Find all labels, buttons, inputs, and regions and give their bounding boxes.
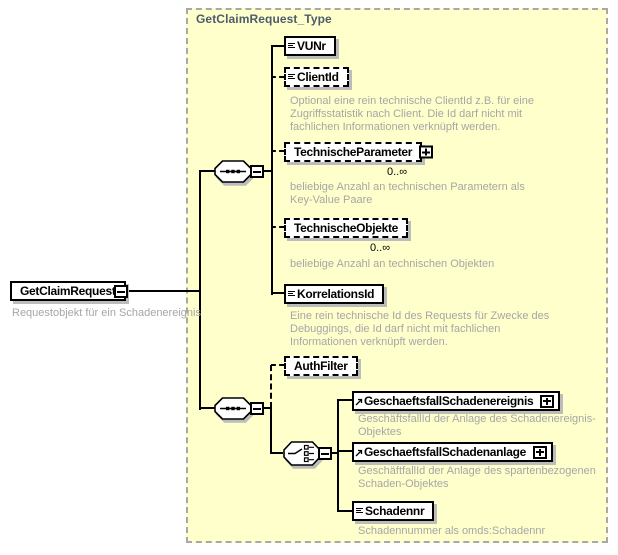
element-authfilter[interactable]: AuthFilter <box>284 356 358 376</box>
connector-sequence1-out <box>263 170 272 172</box>
element-clientid[interactable]: ClientId <box>284 67 349 87</box>
connector-schadennr <box>338 510 352 512</box>
element-gf-schadenereignis[interactable]: GeschaeftsfallSchadenereignis <box>352 391 561 411</box>
connector-authfilter <box>271 364 284 366</box>
connector-gf-schadenanlage <box>338 450 352 452</box>
annotation-korrelationsid: Eine rein technische Id des Requests für… <box>290 310 550 348</box>
element-label: ClientId <box>297 70 339 84</box>
complextype-container <box>186 8 608 543</box>
reference-icon <box>355 446 363 460</box>
element-label: AuthFilter <box>294 359 348 373</box>
connector-choice-out <box>331 452 338 454</box>
collapse-button-choice[interactable] <box>318 447 332 460</box>
element-label: GetClaimRequest <box>20 284 116 298</box>
connector-root-to-trunk <box>127 290 200 292</box>
connector-sequence1-children <box>271 45 273 295</box>
element-schadennr[interactable]: Schadennr <box>352 501 435 521</box>
connector-authfilter-vertical <box>270 365 272 408</box>
annotation-getclaimrequest: Requestobjekt für ein Schadenereignis <box>12 307 201 319</box>
annotation-schadennr: Schadennummer als omds:Schadennr <box>358 525 546 537</box>
annotation-gf-schadenereignis: GeschäftsfallId der Anlage des Schadener… <box>358 413 596 438</box>
element-getclaimrequest[interactable]: GetClaimRequest <box>10 281 126 301</box>
element-label: Schadennr <box>365 504 425 518</box>
connector-choice-children <box>337 399 339 512</box>
element-label: VUNr <box>297 39 326 53</box>
connector-korrelationsid <box>272 292 284 294</box>
element-label: TechnischeObjekte <box>294 221 399 235</box>
connector-to-sequence2 <box>199 407 215 409</box>
connector-sequence2-out <box>263 407 272 409</box>
expand-button-technischeparameter[interactable] <box>419 145 434 159</box>
connector-choice-vertical <box>270 407 272 454</box>
element-label: TechnischeParameter <box>294 145 413 159</box>
annotation-technischeparameter: beliebige Anzahl an technischen Paramete… <box>290 181 525 206</box>
connector-choice <box>271 452 283 454</box>
element-label: GeschaeftsfallSchadenanlage <box>364 445 526 459</box>
element-label: KorrelationsId <box>297 287 375 301</box>
occurrence-technischeobjekte: 0..∞ <box>370 242 391 254</box>
connector-to-sequence1 <box>199 170 215 172</box>
collapse-button-sequence2[interactable] <box>250 402 264 415</box>
connector-trunk <box>199 170 201 410</box>
text-content-icon <box>355 504 364 518</box>
element-technischeobjekte[interactable]: TechnischeObjekte <box>284 218 409 238</box>
annotation-technischeobjekte: beliebige Anzahl an technischen Objekten <box>290 258 495 270</box>
element-label: GeschaeftsfallSchadenereignis <box>364 394 534 408</box>
element-vunr[interactable]: VUNr <box>284 36 336 56</box>
connector-gf-schadenereignis <box>338 399 352 401</box>
annotation-clientid: Optional eine rein technische ClientId z… <box>290 95 534 133</box>
annotation-gf-schadenanlage: GeschäftfallId der Anlage des spartenbez… <box>358 465 596 490</box>
expand-button-gf-schadenanlage[interactable] <box>532 445 547 459</box>
connector-technischeparameter <box>271 150 284 152</box>
collapse-button-getclaimrequest[interactable] <box>114 285 128 298</box>
expand-button-gf-schadenereignis[interactable] <box>540 394 555 408</box>
connector-technischeobjekte <box>271 226 284 228</box>
text-content-icon <box>287 287 296 301</box>
element-korrelationsid[interactable]: KorrelationsId <box>284 284 385 304</box>
choice-icon[interactable] <box>283 441 321 471</box>
complextype-title: GetClaimRequest_Type <box>196 12 332 26</box>
element-gf-schadenanlage[interactable]: GeschaeftsfallSchadenanlage <box>352 442 553 462</box>
sequence-icon[interactable] <box>214 160 252 188</box>
connector-clientid <box>271 76 284 78</box>
text-content-icon <box>287 39 296 53</box>
element-technischeparameter[interactable]: TechnischeParameter <box>284 142 434 162</box>
text-content-icon <box>287 70 296 84</box>
collapse-button-sequence1[interactable] <box>250 165 264 178</box>
occurrence-technischeparameter: 0..∞ <box>387 166 408 178</box>
connector-vunr <box>272 45 284 47</box>
reference-icon <box>355 395 363 409</box>
sequence-icon[interactable] <box>214 397 252 425</box>
